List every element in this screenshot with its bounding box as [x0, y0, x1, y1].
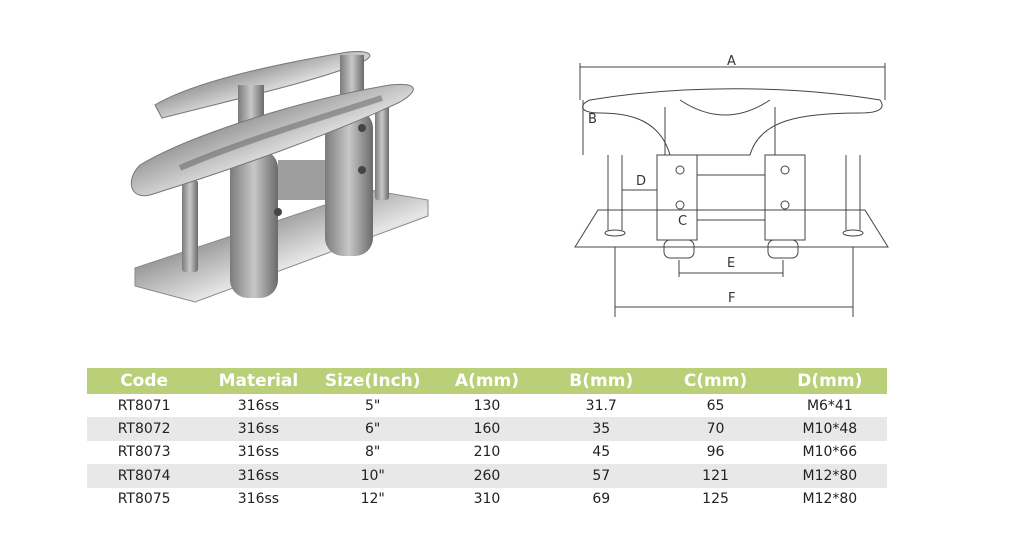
cell-material: 316ss: [201, 394, 316, 418]
cell-d: M12*80: [772, 464, 887, 488]
dim-label-d: D: [636, 174, 646, 189]
product-photo: [130, 51, 429, 303]
cell-size: 12": [315, 487, 430, 511]
dim-label-b: B: [588, 112, 597, 127]
cell-b: 45: [544, 440, 659, 465]
cell-code: RT8074: [87, 464, 202, 488]
cell-code: RT8073: [87, 440, 202, 465]
header-a: A(mm): [429, 368, 545, 394]
cell-c: 125: [658, 487, 773, 511]
cell-code: RT8071: [87, 394, 202, 418]
cell-material: 316ss: [201, 464, 316, 488]
dim-label-c: C: [678, 214, 687, 229]
cell-material: 316ss: [201, 440, 316, 465]
cell-size: 8": [315, 440, 430, 465]
header-size: Size(Inch): [315, 368, 430, 394]
cell-c: 70: [658, 417, 773, 441]
cell-a: 260: [429, 464, 545, 488]
header-c: C(mm): [658, 368, 773, 394]
cell-size: 10": [315, 464, 430, 488]
cell-b: 57: [544, 464, 659, 488]
cell-b: 31.7: [544, 394, 659, 418]
dim-label-a: A: [727, 54, 736, 69]
cell-size: 5": [315, 394, 430, 418]
table-row: RT8075 316ss 12" 310 69 125 M12*80: [87, 487, 887, 511]
header-material: Material: [201, 368, 316, 394]
table-row: RT8074 316ss 10" 260 57 121 M12*80: [87, 464, 887, 488]
cell-code: RT8075: [87, 487, 202, 511]
cell-a: 210: [429, 440, 545, 465]
cell-c: 96: [658, 440, 773, 465]
table-header-row: Code Material Size(Inch) A(mm) B(mm) C(m…: [87, 368, 887, 394]
cell-a: 310: [429, 487, 545, 511]
cell-a: 130: [429, 394, 545, 418]
cell-material: 316ss: [201, 487, 316, 511]
table-row: RT8071 316ss 5" 130 31.7 65 M6*41: [87, 394, 887, 418]
cell-d: M12*80: [772, 487, 887, 511]
cell-a: 160: [429, 417, 545, 441]
cell-c: 65: [658, 394, 773, 418]
cell-b: 35: [544, 417, 659, 441]
dim-label-e: E: [727, 256, 735, 271]
header-code: Code: [87, 368, 202, 394]
dim-label-f: F: [728, 291, 735, 306]
spec-table: Code Material Size(Inch) A(mm) B(mm) C(m…: [87, 368, 887, 511]
cell-material: 316ss: [201, 417, 316, 441]
cell-d: M10*66: [772, 440, 887, 465]
header-b: B(mm): [544, 368, 659, 394]
cell-code: RT8072: [87, 417, 202, 441]
dimension-drawing: A B C D E F: [574, 54, 889, 317]
table-row: RT8072 316ss 6" 160 35 70 M10*48: [87, 417, 887, 441]
cell-d: M10*48: [772, 417, 887, 441]
cell-d: M6*41: [772, 394, 887, 418]
table-row: RT8073 316ss 8" 210 45 96 M10*66: [87, 440, 887, 465]
header-d: D(mm): [772, 368, 887, 394]
cell-c: 121: [658, 464, 773, 488]
cell-size: 6": [315, 417, 430, 441]
cell-b: 69: [544, 487, 659, 511]
